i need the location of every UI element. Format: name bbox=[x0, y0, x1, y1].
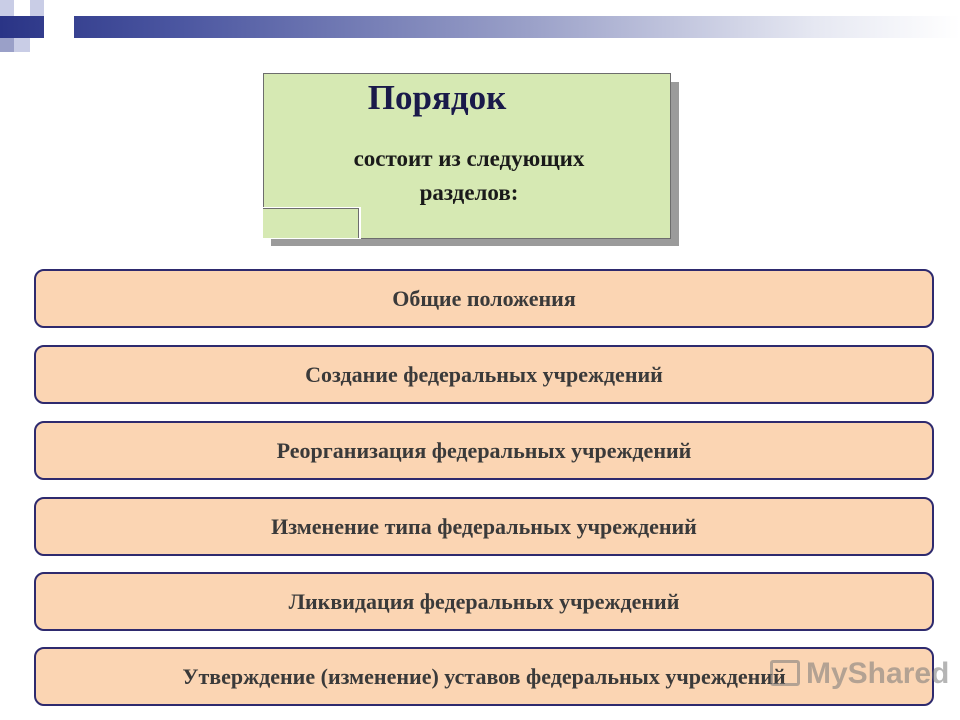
header-decor-square bbox=[30, 0, 44, 16]
header-decor-square bbox=[0, 0, 14, 16]
section-item-liquidation: Ликвидация федеральных учреждений bbox=[34, 572, 934, 631]
header-decor-square bbox=[44, 16, 74, 38]
header-decor-square bbox=[0, 38, 14, 52]
section-item-reorganization: Реорганизация федеральных учреждений bbox=[34, 421, 934, 480]
watermark-text: MyShared bbox=[806, 657, 950, 690]
section-item-creation: Создание федеральных учреждений bbox=[34, 345, 934, 404]
note-box: Порядок состоит из следующих разделов: bbox=[263, 73, 671, 239]
note-title: Порядок bbox=[367, 78, 507, 117]
section-item-general: Общие положения bbox=[34, 269, 934, 328]
section-item-type-change: Изменение типа федеральных учреждений bbox=[34, 497, 934, 556]
section-item-charters: Утверждение (изменение) уставов федераль… bbox=[34, 647, 934, 706]
watermark-icon bbox=[770, 660, 800, 686]
header-gradient-bar bbox=[0, 16, 960, 38]
note-text: состоит из следующих разделов: bbox=[353, 146, 585, 205]
header-decor-square bbox=[14, 38, 30, 52]
note-fold-flap bbox=[263, 208, 359, 238]
